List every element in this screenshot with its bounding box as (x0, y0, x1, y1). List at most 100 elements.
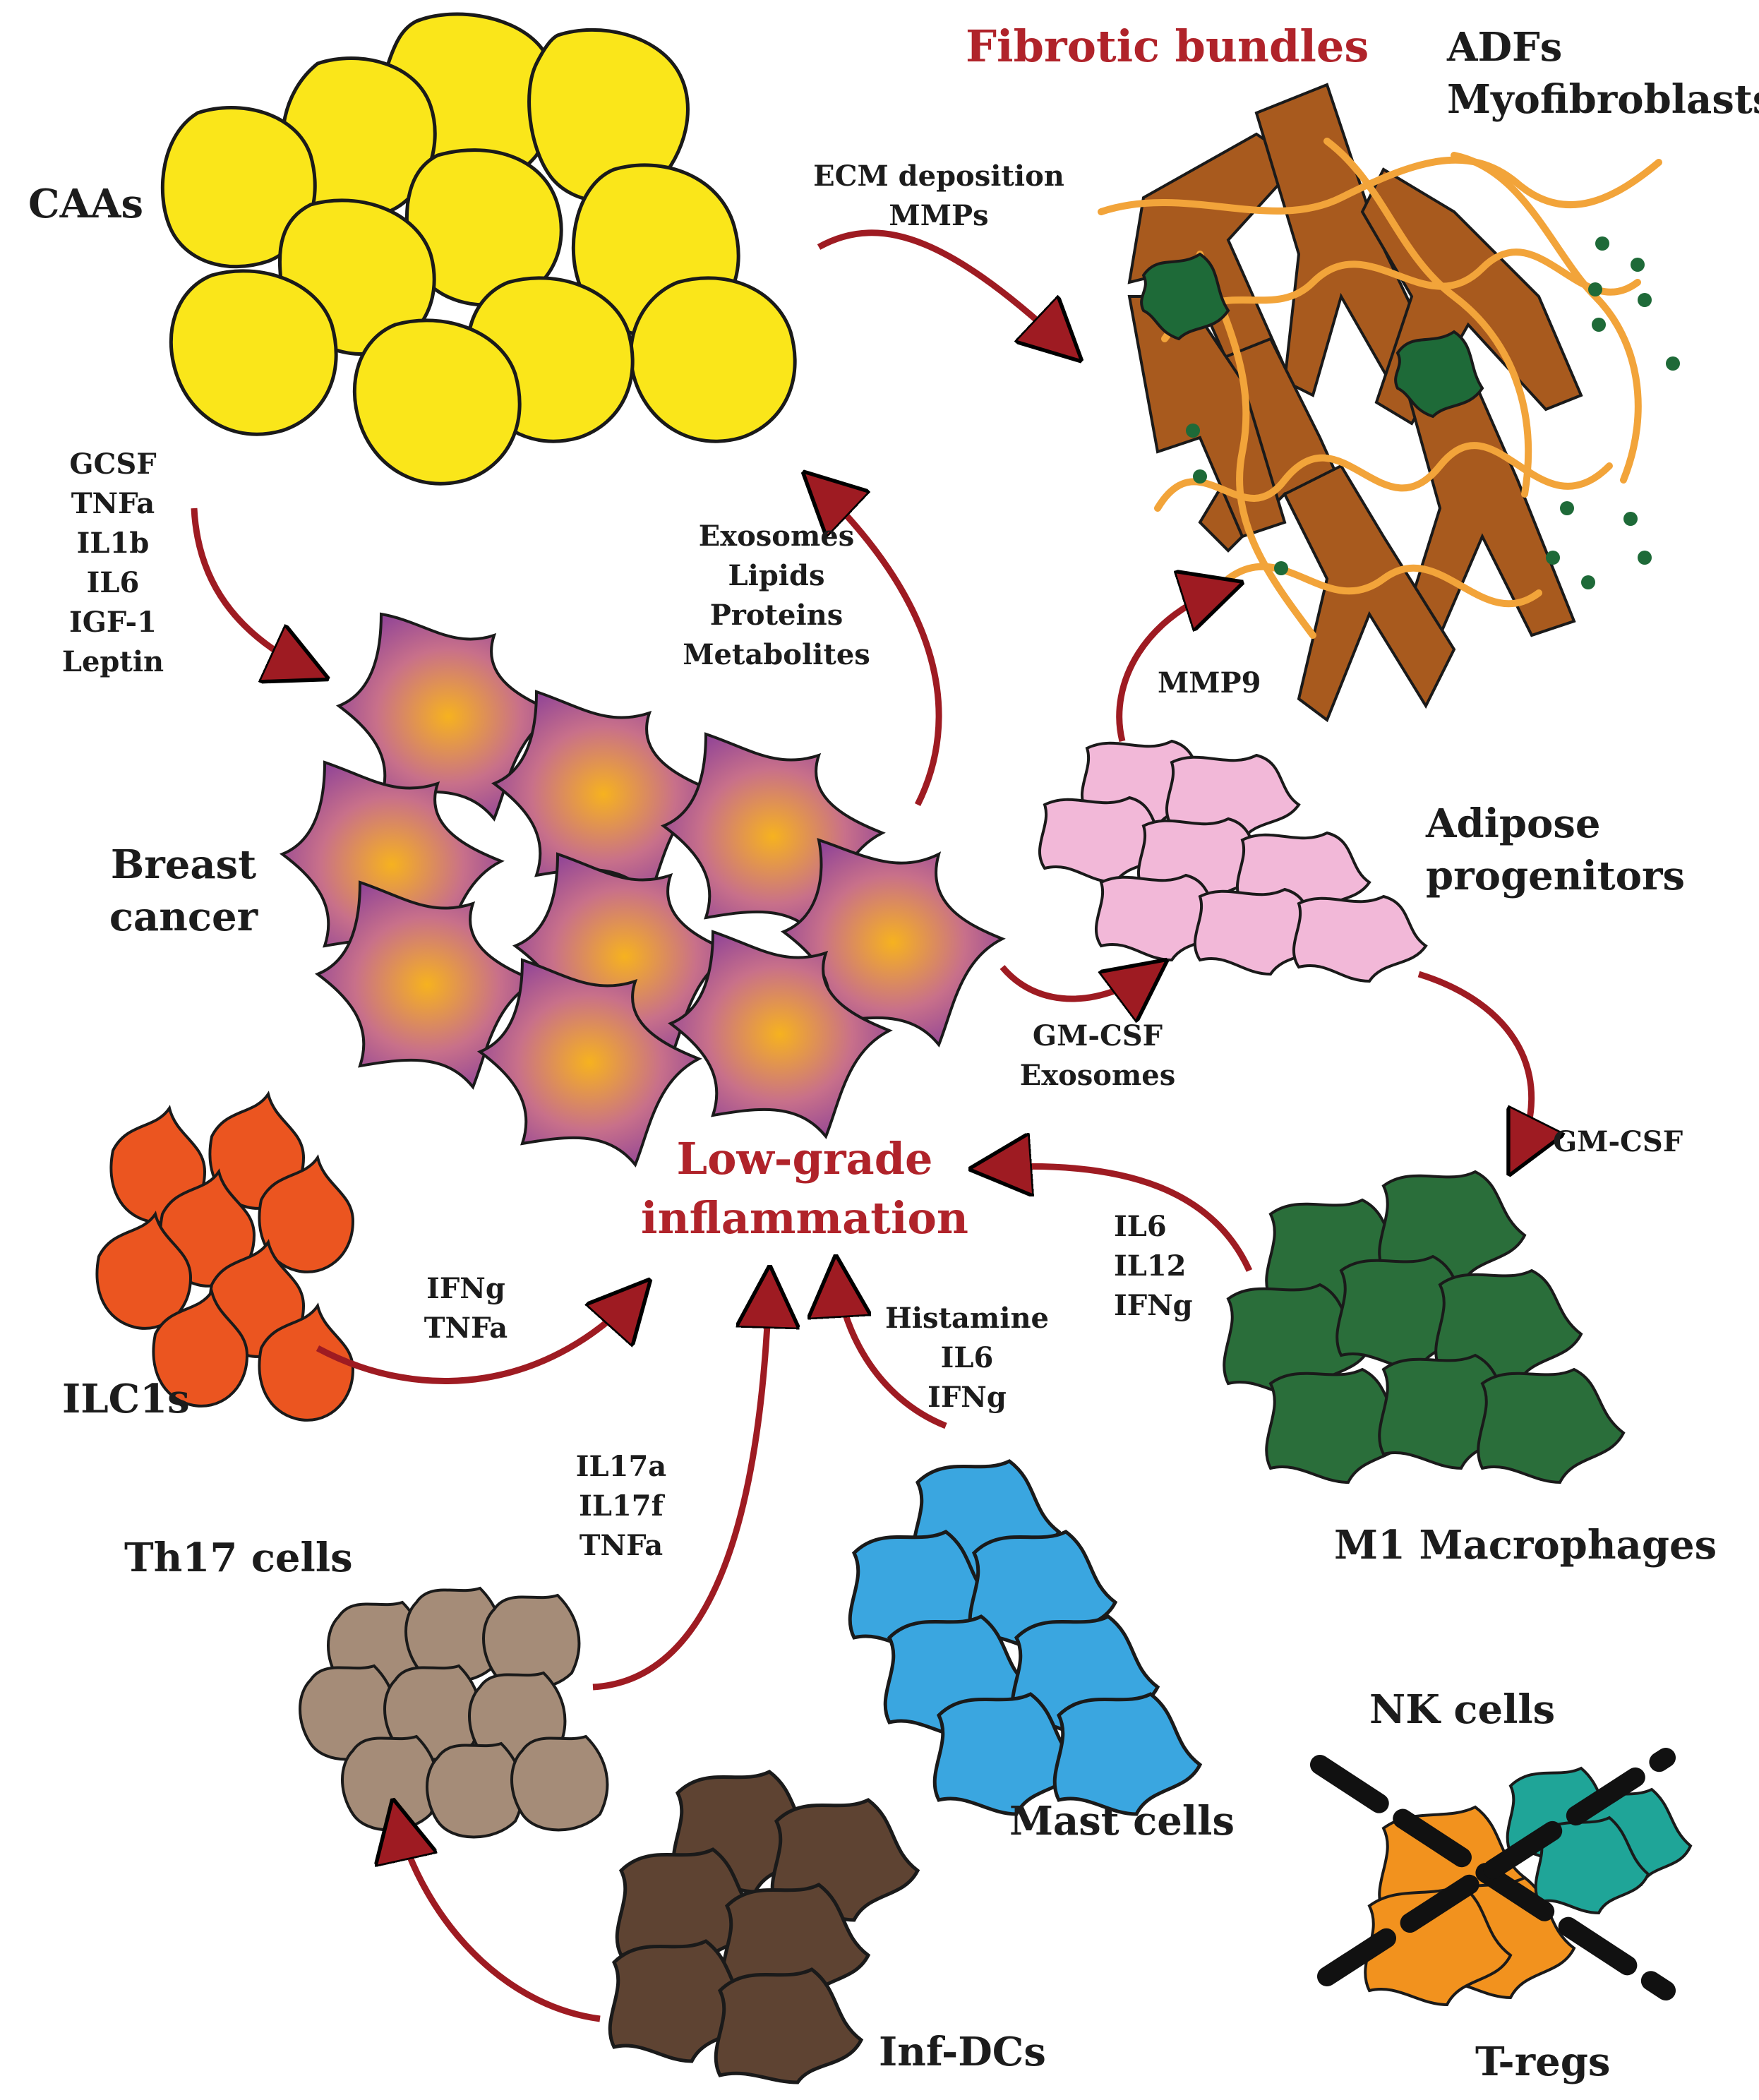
th17-cell (510, 1734, 609, 1832)
arrow-adipose-to-m1 (1417, 971, 1532, 1165)
label-m1-macrophages: M1 Macrophages (1334, 1522, 1717, 1568)
mediator-line: Lipids (728, 559, 825, 592)
label-adfs-myofibroblasts: ADFs Myofibroblasts (1447, 21, 1759, 126)
label-line: cancer (109, 894, 258, 940)
caa-cell (629, 276, 797, 443)
mediator-line: Leptin (61, 645, 164, 678)
mediator-line: IL6 (940, 1341, 994, 1374)
ilc1-cluster (95, 1091, 355, 1422)
particle-dot (1592, 318, 1606, 332)
label-th17-cells: Th17 cells (124, 1535, 353, 1581)
mast-cell-cluster (848, 1459, 1203, 1816)
arrows (191, 229, 1532, 2022)
inf-dc-cell (714, 1967, 864, 2084)
ilc1-cell (258, 1302, 355, 1422)
mediator-line: IL1b (76, 527, 150, 560)
fiber-strands (1098, 138, 1662, 639)
particle-dot (1193, 469, 1207, 484)
particle-dot (1623, 512, 1638, 526)
arrow-cancer-to-adipose (999, 967, 1158, 999)
mediator-line: IL6 (1114, 1210, 1167, 1243)
mediator-line: TNFa (71, 487, 155, 520)
mediator-line: IL6 (86, 566, 140, 599)
arrow-m1-to-inflammation (981, 1166, 1253, 1272)
mediator-line: IL12 (1114, 1249, 1187, 1283)
mediator-caa-to-cancer: GCSF TNFa IL1b IL6 IGF-1 Leptin (42, 445, 184, 682)
caa-cell (352, 318, 522, 486)
arrow-caa-to-cancer (191, 508, 318, 674)
mediator-th17-to-inflammation: IL17a IL17f TNFa (565, 1447, 678, 1566)
m1-macrophage-cluster (1223, 1170, 1626, 1484)
cancer-cell (667, 930, 893, 1139)
cancer-cell (335, 612, 561, 822)
mediator-line: IL17f (579, 1489, 664, 1523)
mast-cell (1052, 1692, 1203, 1816)
mediator-line: IFNg (1114, 1289, 1193, 1322)
label-line: Low-grade (676, 1133, 933, 1184)
label-fibrotic-bundles: Fibrotic bundles (966, 20, 1369, 72)
label-line: Breast (110, 841, 257, 888)
arrow-infdc-to-th17 (395, 1811, 601, 2022)
mediator-line: TNFa (579, 1529, 664, 1562)
mediator-line: IFNg (426, 1272, 505, 1305)
m1-macrophage-cell (1477, 1367, 1626, 1484)
th17-cell (341, 1734, 440, 1832)
label-adipose-progenitors: Adipose progenitors (1426, 798, 1685, 902)
particle-dot (1588, 282, 1602, 296)
caa-cell (160, 106, 317, 269)
m1-macrophage-cell (1223, 1283, 1371, 1400)
breast-cancer-cluster (279, 612, 1006, 1168)
fibrotic-green-cell (1140, 252, 1230, 341)
mediator-line: Proteins (709, 599, 844, 632)
fibrotic-green-cell (1394, 330, 1484, 419)
label-line: progenitors (1426, 853, 1686, 899)
arrow-cancer-to-caa (812, 480, 942, 807)
label-line: inflammation (641, 1192, 968, 1244)
fiber-strand (1154, 442, 1613, 512)
arrow-ilc1-to-inflammation (316, 1288, 642, 1384)
adipose-progenitor-cluster (1038, 739, 1428, 983)
fiber-strand (1098, 156, 1662, 215)
mediator-line: GCSF (69, 448, 157, 481)
particle-dot (1631, 258, 1645, 272)
m1-macrophage-cell (1265, 1367, 1414, 1484)
particle-dot (1666, 356, 1680, 371)
label-low-grade-inflammation: Low-grade inflammation (635, 1129, 974, 1248)
caa-cell (169, 269, 338, 436)
particle-dot (1546, 551, 1560, 565)
label-caas: CAAs (28, 181, 143, 227)
mediator-line: IL17a (575, 1450, 667, 1483)
mediator-line: Exosomes (698, 520, 855, 553)
label-adfs: ADFs (1447, 24, 1563, 71)
mediator-ilc1-to-inflammation: IFNg TNFa (395, 1269, 536, 1348)
ilc1-cell (152, 1288, 249, 1408)
cancer-cell (780, 838, 1006, 1048)
arrow-caa-to-fibrotic (817, 229, 1073, 353)
th17-cell (426, 1741, 524, 1839)
mediator-mast-to-inflammation: Histamine IL6 IFNg (868, 1299, 1066, 1417)
particle-dot (1595, 236, 1609, 251)
arrow-mast-to-inflammation (836, 1267, 947, 1429)
mast-cell (932, 1692, 1083, 1816)
mediator-line: Metabolites (683, 638, 870, 671)
label-inf-dcs: Inf-DCs (879, 2029, 1046, 2075)
m1-macrophage-cell (1378, 1170, 1527, 1287)
adipose-progenitor-cell (1292, 894, 1428, 983)
fibrotic-particles (1186, 236, 1680, 589)
label-t-regs: T-regs (1475, 2039, 1611, 2085)
mediator-line: GM-CSF (1032, 1019, 1163, 1052)
label-ilc1s: ILC1s (62, 1376, 190, 1422)
mediator-ecm-line: ECM deposition (813, 160, 1064, 193)
ilc1-cell (95, 1211, 193, 1330)
caa-cell-cluster (160, 12, 797, 486)
th17-cluster (299, 1586, 609, 1839)
mediator-ecm-line: MMPs (889, 199, 989, 232)
mediator-line: Exosomes (1019, 1059, 1176, 1092)
particle-dot (1638, 551, 1652, 565)
myofibroblast-cell (1283, 464, 1456, 723)
particle-dot (1581, 575, 1595, 589)
cancer-cell (476, 958, 702, 1168)
fiber-strand (1196, 251, 1316, 639)
label-nk-cells: NK cells (1369, 1686, 1556, 1733)
